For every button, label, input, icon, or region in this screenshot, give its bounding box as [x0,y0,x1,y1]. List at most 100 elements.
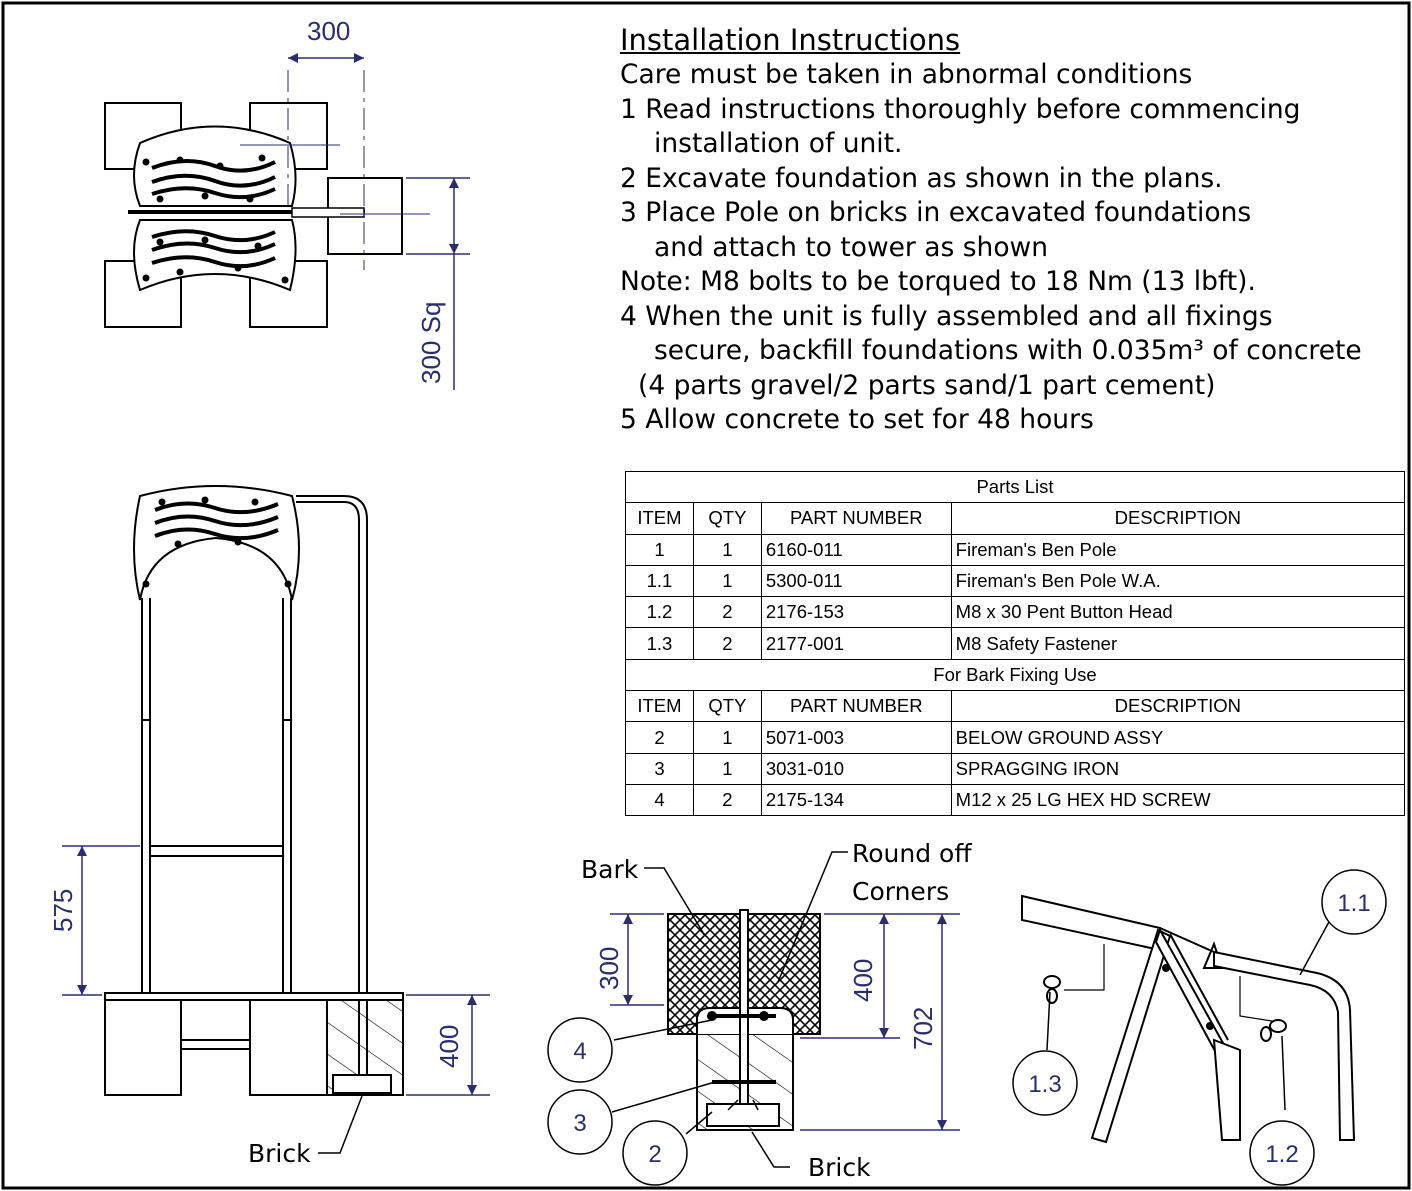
cell-description: SPRAGGING IRON [950,752,1406,785]
cell-item: 2 [625,721,694,754]
section-dimensions [610,913,960,1131]
cell-description: Fireman's Ben Pole [950,533,1406,566]
cell-qty: 1 [692,752,762,785]
elevation-dimensions [62,845,490,1096]
header-item: ITEM [625,690,694,723]
cell-part-number: 6160-011 [760,533,952,566]
table-row: 1.1 1 5300-011 Fireman's Ben Pole W.A. [625,564,1406,598]
section-leaders [611,851,848,1168]
plan-dimensions [288,53,470,390]
dim-section-bark: 300 [594,947,624,990]
cell-qty: 1 [692,721,762,754]
instruction-step-3-cont: and attach to tower as shown [654,231,1049,263]
callout-1-2-text: 1.2 [1265,1141,1298,1168]
table-row: 2 1 5071-003 BELOW GROUND ASSY [625,721,1406,754]
section-view [667,909,821,1131]
label-bark: Bark [581,855,639,884]
callout-2: 2 [622,1120,688,1186]
cell-description: Fireman's Ben Pole W.A. [950,564,1406,598]
cell-qty: 2 [692,627,762,660]
cell-item: 4 [625,783,694,817]
label-corners: Corners [852,877,949,906]
parts-list-header-row: ITEM QTY PART NUMBER DESCRIPTION [625,502,1406,535]
header-qty: QTY [692,690,762,723]
callout-2-text: 2 [648,1141,661,1168]
cell-qty: 1 [692,533,762,566]
cell-item: 1.3 [625,627,694,660]
instruction-step-1: 1 Read instructions thoroughly before co… [620,93,1301,125]
cell-part-number: 2175-134 [760,783,952,817]
cell-part-number: 5300-011 [760,564,952,598]
callout-1-1-text: 1.1 [1337,890,1370,917]
label-brick-section: Brick [808,1153,871,1182]
cell-qty: 2 [692,783,762,817]
instruction-note: Note: M8 bolts to be torqued to 18 Nm (1… [620,266,1256,297]
callout-3: 3 [547,1089,613,1155]
header-item: ITEM [625,502,694,535]
cell-part-number: 5071-003 [760,721,952,754]
instruction-step-4-cont: secure, backfill foundations with 0.035m… [654,335,1362,366]
dim-elevation-depth: 400 [434,1025,464,1068]
instructions-intro: Care must be taken in abnormal condition… [620,59,1193,90]
isometric-leaders [1046,919,1331,1111]
label-brick-left: Brick [248,1139,311,1168]
cell-description: M8 Safety Fastener [950,627,1406,660]
elevation-view [104,485,404,1096]
cell-description: BELOW GROUND ASSY [950,721,1406,754]
table-row: 4 2 2175-134 M12 x 25 LG HEX HD SCREW [625,783,1406,817]
cell-part-number: 2177-001 [760,627,952,660]
plan-view [104,70,430,328]
instructions-title: Installation Instructions [620,23,961,57]
bark-fixing-title-row: For Bark Fixing Use [625,658,1405,692]
installation-instructions: Installation Instructions Care must be t… [620,22,1400,438]
header-description: DESCRIPTION [950,502,1406,535]
brick-leader-left [318,1095,363,1154]
callout-3-text: 3 [573,1110,586,1137]
cell-description: M12 x 25 LG HEX HD SCREW [950,783,1406,817]
cell-description: M8 x 30 Pent Button Head [950,596,1406,629]
cell-item: 1.2 [625,596,694,629]
label-round-off: Round off [852,839,972,868]
instruction-step-3: 3 Place Pole on bricks in excavated foun… [620,197,1252,228]
callout-1-3: 1.3 [1012,1050,1078,1116]
instruction-step-4: 4 When the unit is fully assembled and a… [620,300,1273,332]
cell-item: 1 [625,533,694,566]
parts-list-title: Parts List [625,470,1405,504]
callout-4: 4 [547,1017,613,1083]
isometric-view [1021,894,1356,1144]
header-part-number: PART NUMBER [760,502,952,535]
callout-4-text: 4 [573,1038,586,1065]
bark-fixing-header-row: ITEM QTY PART NUMBER DESCRIPTION [625,690,1406,723]
cell-item: 3 [625,752,694,785]
cell-part-number: 3031-010 [760,752,952,785]
header-part-number: PART NUMBER [760,690,952,723]
header-description: DESCRIPTION [950,690,1406,723]
header-qty: QTY [692,502,762,535]
dim-section-depth: 400 [848,959,878,1002]
dim-section-total: 702 [908,1007,938,1050]
callout-1-1: 1.1 [1321,869,1387,935]
cell-qty: 2 [692,596,762,629]
parts-list-title-row: Parts List [625,470,1405,504]
cell-qty: 1 [692,564,762,598]
bark-fixing-title: For Bark Fixing Use [625,658,1405,692]
dim-plan-width: 300 [307,16,350,46]
dim-plan-square: 300 Sq [416,302,446,384]
cell-item: 1.1 [625,564,694,598]
dim-elevation-height: 575 [48,889,78,932]
table-row: 1 1 6160-011 Fireman's Ben Pole [625,533,1406,566]
instruction-step-5: 5 Allow concrete to set for 48 hours [620,404,1094,435]
callout-1-3-text: 1.3 [1028,1071,1061,1098]
callout-1-2: 1.2 [1249,1120,1315,1186]
table-row: 1.2 2 2176-153 M8 x 30 Pent Button Head [625,596,1406,629]
instruction-step-1-cont: installation of unit. [654,128,903,159]
instruction-step-4-mix: (4 parts gravel/2 parts sand/1 part ceme… [638,369,1216,401]
table-row: 1.3 2 2177-001 M8 Safety Fastener [625,627,1406,660]
instruction-step-2: 2 Excavate foundation as shown in the pl… [620,162,1223,194]
cell-part-number: 2176-153 [760,596,952,629]
table-row: 3 1 3031-010 SPRAGGING IRON [625,752,1406,785]
parts-list-table: Parts List ITEM QTY PART NUMBER DESCRIPT… [625,470,1406,817]
